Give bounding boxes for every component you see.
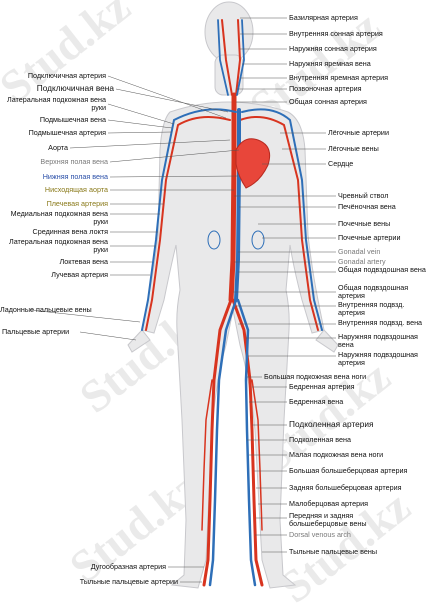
label-inferior-vena-cava: Нижняя полая вена xyxy=(42,172,108,181)
label-popliteal-vein: Подколенная вена xyxy=(289,435,351,444)
circulatory-figure xyxy=(29,1,339,589)
label-heart: Сердце xyxy=(328,159,354,168)
label-ulnar-vein: Локтевая вена xyxy=(59,257,108,266)
label-external-jugular-vein: Наружняя яремная вена xyxy=(289,59,371,68)
kidney-icon xyxy=(251,230,265,250)
leader-lines xyxy=(29,75,240,583)
label-external-iliac-vein: Наружняя подвздошная вена xyxy=(338,332,418,349)
label-renal-arteries: Почечные артерии xyxy=(338,233,401,242)
label-internal-carotid-artery: Внутренняя сонная артерия xyxy=(289,29,383,38)
label-median-cubital-vein: Срединная вена локтя xyxy=(32,227,108,236)
label-basilar-artery: Базилярная артерия xyxy=(289,13,358,22)
label-small-saphenous-vein: Малая подкожная вена ноги xyxy=(289,450,384,459)
label-gonadal-artery: Gonadal artery xyxy=(338,257,386,266)
label-basilic-vein: Медиальная подкожная вена руки xyxy=(10,209,108,226)
label-cephalic-vein-lower: Латеральная подкожная вена руки xyxy=(9,237,108,254)
label-cephalic-vein-upper: Латеральная подкожная вена руки xyxy=(7,95,106,112)
body-silhouette xyxy=(127,1,339,589)
label-external-carotid-artery: Наружняя сонная артерия xyxy=(289,44,377,53)
label-brachial-artery: Плечевая артерия xyxy=(46,199,108,208)
label-superior-vena-cava: Верхняя полая вена xyxy=(40,157,108,166)
label-subclavian-artery: Подключичная артерия xyxy=(27,71,106,80)
label-dorsal-digital-veins: Тыльные пальцевые вены xyxy=(289,547,378,556)
label-femoral-vein: Бедренная вена xyxy=(289,397,344,406)
label-arcuate-artery: Дугообразная артерия xyxy=(90,562,166,571)
label-digital-arteries: Пальцевые артерии xyxy=(2,327,70,336)
label-femoral-artery: Бедренная артерия xyxy=(289,382,355,391)
label-great-saphenous-vein: Большая подкожная вена ноги xyxy=(264,372,367,381)
veins xyxy=(141,19,323,587)
label-internal-jugular: Внутренняя яремная артерия xyxy=(289,73,388,82)
label-common-iliac-artery: Общая подвздошная артерия xyxy=(338,283,409,300)
label-dorsal-digital-arteries: Тыльные пальцевые артерии xyxy=(79,577,178,586)
label-common-iliac-vein: Общая подвздошная вена xyxy=(338,265,426,274)
label-pulmonary-arteries: Лёгочные артерии xyxy=(328,128,389,137)
label-common-carotid-artery: Общая сонная артерия xyxy=(289,97,367,106)
label-aorta: Аорта xyxy=(48,143,68,152)
label-palmar-digital-veins: Ладонные пальцевые вены xyxy=(0,305,92,314)
label-internal-iliac-artery: Внутренняя подвзд. артерия xyxy=(338,300,405,317)
label-popliteal-artery: Подколенная артерия xyxy=(289,419,374,429)
label-pulmonary-veins: Лёгочные вены xyxy=(328,144,379,153)
label-fibular-artery: Малоберцовая артерия xyxy=(289,499,368,508)
label-dorsal-venous-arch: Dorsal venous arch xyxy=(289,530,351,539)
label-axillary-vein: Подмышечная вена xyxy=(39,115,106,124)
label-anterior-tibial-artery: Большая большеберцовая артерия xyxy=(289,466,408,475)
label-subclavian-vein: Подключичная вена xyxy=(36,83,114,93)
label-gonadal-vein: Gonadal vein xyxy=(338,247,381,256)
kidney-icon xyxy=(207,230,221,250)
label-vertebral-artery: Позвоночная артерия xyxy=(289,84,362,93)
label-tibial-veins: Передняя и задняя большеберцовые вены xyxy=(289,511,367,528)
label-internal-iliac-vein: Внутренняя подвзд. вена xyxy=(338,318,423,327)
label-hepatic-vein: Печёночная вена xyxy=(338,202,396,211)
arteries xyxy=(145,19,319,587)
heart-icon xyxy=(235,138,271,189)
label-renal-veins: Почечные вены xyxy=(338,219,391,228)
label-axillary-artery: Подмышечная артерия xyxy=(28,128,106,137)
leader-lines xyxy=(233,17,336,553)
label-external-iliac-artery: Наружняя подвздошная артерия xyxy=(338,350,418,367)
label-radial-artery: Лучевая артерия xyxy=(51,270,108,279)
label-celiac-trunk: Чревный ствол xyxy=(338,191,389,200)
label-descending-aorta: Нисходящая аорта xyxy=(44,185,108,194)
label-posterior-tibial-artery: Задняя большеберцовая артерия xyxy=(289,483,402,492)
